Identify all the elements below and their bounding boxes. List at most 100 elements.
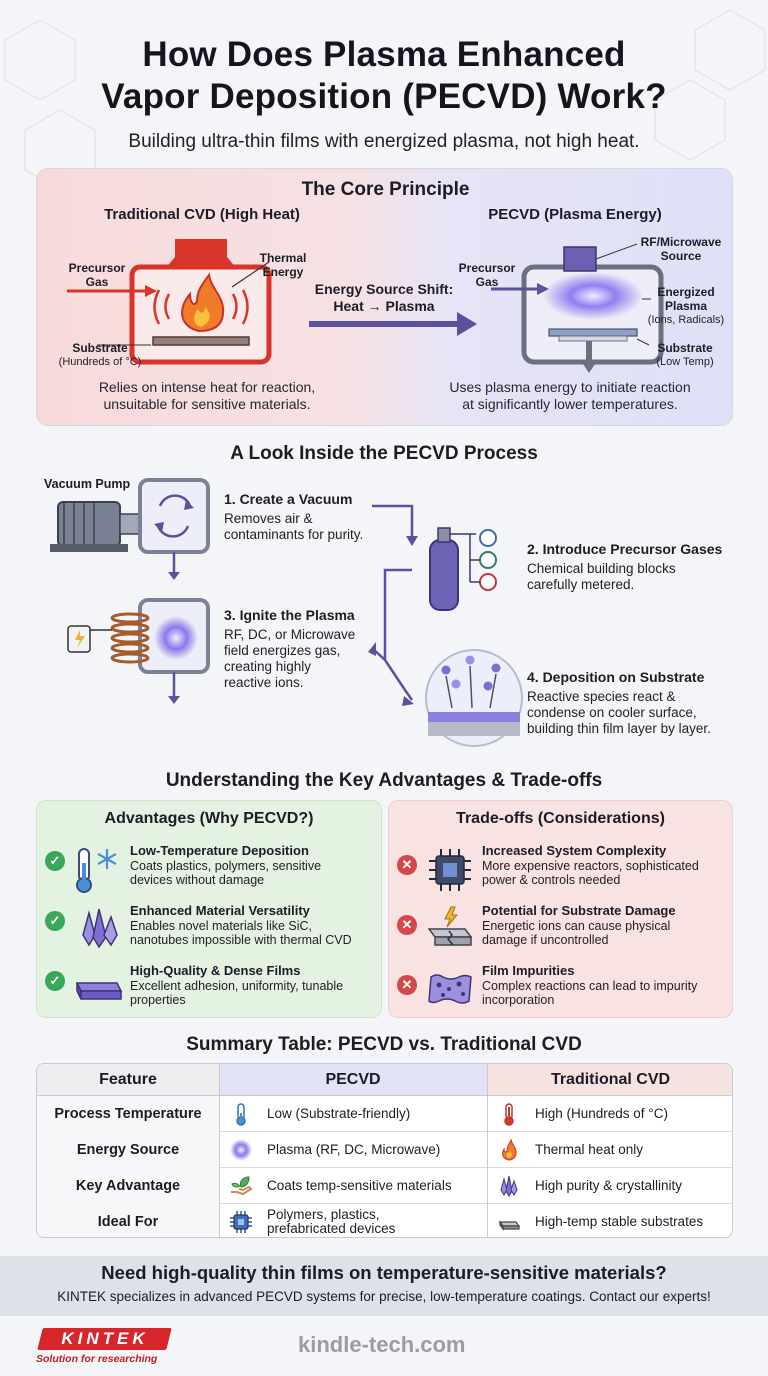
process-diagram	[50, 478, 523, 747]
gas-text: Gas	[85, 275, 109, 289]
crystal-icon	[82, 908, 118, 949]
summary-table-title: Summary Table: PECVD vs. Traditional CVD	[186, 1034, 582, 1055]
vacuum-pump-label: Vacuum Pump	[44, 477, 131, 491]
table-row: Energy Source Plasma (RF, DC, Microwave)…	[37, 1132, 732, 1168]
plasma-line-1: Energized	[657, 285, 715, 299]
thermal-chamber-icon	[67, 239, 272, 365]
desc-line-1: Uses plasma energy to initiate reaction	[449, 379, 691, 395]
step-3-line-1: RF, DC, or Microwave	[224, 627, 356, 642]
hot-thermometer-icon	[504, 1103, 514, 1126]
tradeoff-text: Complex reactions can lead to impurity i…	[482, 979, 727, 1007]
website-link[interactable]: kindle-tech.com	[298, 1332, 466, 1357]
step-2-line-2: carefully metered.	[527, 577, 635, 592]
tradeoff-line-2: power & controls needed	[482, 873, 621, 887]
traditional-cvd-heading: Traditional CVD (High Heat)	[104, 206, 300, 223]
traditional-cvd-description: Relies on intense heat for reaction, uns…	[57, 379, 357, 413]
step-3-line-4: reactive ions.	[224, 675, 304, 690]
plasma-ignition-icon	[67, 598, 210, 704]
table-divider	[487, 1064, 488, 1237]
precursor-text: Precursor	[458, 261, 516, 275]
flame-icon	[502, 1138, 517, 1161]
plasma-precursor-label: Precursor Gas	[452, 261, 522, 289]
logo-tagline: Solution for researching	[36, 1353, 158, 1365]
summary-table: Feature PECVD Traditional CVD Process Te…	[36, 1063, 733, 1238]
footer: KINTEK Solution for researching kindle-t…	[0, 1316, 768, 1376]
shift-line-2: Heat → Plasma	[333, 298, 435, 314]
film-layer-icon	[75, 982, 123, 1000]
step-1-text: Removes air & contaminants for purity.	[224, 511, 363, 543]
tradeoff-title: Potential for Substrate Damage	[482, 903, 676, 918]
plasma-line-2: Plasma	[664, 299, 708, 313]
plasma-chamber-icon	[491, 243, 664, 373]
chip-icon	[230, 1211, 252, 1233]
pecvd-cell-text: Low (Substrate-friendly)	[267, 1106, 411, 1121]
shift-line-1: Energy Source Shift:	[314, 281, 454, 297]
process-flow-arrows	[371, 504, 414, 701]
advantage-item: ✓ Low-Temperature Deposition Coats plast…	[37, 843, 381, 905]
thermal-substrate-label: Substrate (Hundreds of °C)	[45, 341, 155, 369]
pecvd-cell-text: Polymers, plastics, prefabricated device…	[267, 1204, 395, 1237]
tradeoff-line-1: Energetic ions can cause physical	[482, 919, 671, 933]
call-to-action-banner: Need high-quality thin films on temperat…	[0, 1256, 768, 1316]
advantage-line-1: Coats plastics, polymers, sensitive	[130, 859, 322, 873]
step-4-text: Reactive species react & condense on coo…	[527, 689, 711, 737]
tradeoffs-panel: Trade-offs (Considerations) ✕ Increased …	[388, 800, 733, 1018]
table-divider	[219, 1064, 220, 1237]
plasma-icon	[230, 1139, 252, 1161]
source-line-1: RF/Microwave	[640, 235, 722, 249]
row-header: Key Advantage	[37, 1168, 219, 1204]
tradeoff-item: ✕ Increased System Complexity More expen…	[389, 843, 732, 905]
step-3-line-3: creating highly	[224, 659, 312, 674]
impure-film-icon	[428, 974, 472, 1004]
row-header: Process Temperature	[37, 1096, 219, 1132]
tradeoff-line-2: incorporation	[482, 993, 555, 1007]
cta-heading: Need high-quality thin films on temperat…	[101, 1262, 667, 1283]
advantages-title: Advantages (Why PECVD?)	[104, 810, 314, 827]
thermometer-snowflake-icon	[76, 848, 117, 893]
energy-shift-arrow	[309, 312, 477, 336]
table-header-cvd: Traditional CVD	[487, 1064, 732, 1096]
advantage-title: High-Quality & Dense Films	[130, 963, 301, 978]
step-1-title: 1. Create a Vacuum	[224, 491, 353, 507]
check-icon: ✓	[45, 911, 65, 931]
kintek-logo-text: KINTEK	[61, 1329, 149, 1348]
energy-shift-label: Energy Source Shift: Heat → Plasma	[309, 281, 459, 315]
advantage-title: Enhanced Material Versatility	[130, 903, 310, 918]
row-header: Ideal For	[37, 1204, 219, 1237]
step-1-line-2: contaminants for purity.	[224, 527, 364, 542]
thermal-energy-label: Thermal Energy	[245, 251, 321, 279]
substrate-note: (Low Temp)	[656, 356, 714, 368]
title-line-1: How Does Plasma Enhanced	[142, 35, 626, 74]
advantage-line-2: devices without damage	[130, 873, 265, 887]
substrate-note: (Hundreds of °C)	[58, 356, 142, 368]
rf-source-label: RF/Microwave Source	[633, 235, 729, 263]
table-row: Process Temperature Low (Substrate-frien…	[37, 1096, 732, 1132]
tradeoff-text: Energetic ions can cause physical damage…	[482, 919, 727, 947]
title-line-2: Vapor Deposition (PECVD) Work?	[101, 77, 667, 116]
cross-icon: ✕	[397, 915, 417, 935]
advantage-line-2: nanotubes impossible with thermal CVD	[130, 933, 352, 947]
advantage-line-1: Excellent adhesion, uniformity, tunable	[130, 979, 344, 993]
table-header-feature: Feature	[37, 1064, 219, 1096]
step-2-text: Chemical building blocks carefully meter…	[527, 561, 676, 593]
check-icon: ✓	[45, 851, 65, 871]
advantage-item: ✓ High-Quality & Dense Films Excellent a…	[37, 963, 381, 1025]
tradeoff-title: Increased System Complexity	[482, 843, 667, 858]
step-4-title: 4. Deposition on Substrate	[527, 669, 705, 685]
energized-plasma-label: Energized Plasma (Ions, Radicals)	[641, 285, 731, 327]
hand-leaf-icon	[231, 1176, 253, 1196]
desc-line-1: Relies on intense heat for reaction,	[98, 379, 316, 395]
cvd-cell: High-temp stable substrates	[487, 1204, 732, 1237]
step-4-line-1: Reactive species react &	[527, 689, 676, 704]
advantage-line-1: Enables novel materials like SiC,	[130, 919, 313, 933]
cold-thermometer-icon	[236, 1103, 246, 1126]
vacuum-chamber-icon	[138, 478, 210, 580]
tradeoff-title: Film Impurities	[482, 963, 575, 978]
step-2-title: 2. Introduce Precursor Gases	[527, 541, 723, 557]
cross-icon: ✕	[397, 855, 417, 875]
pecvd-cell-text: Coats temp-sensitive materials	[267, 1178, 452, 1193]
pecvd-cell-line-1: Polymers, plastics,	[267, 1207, 380, 1222]
step-4-line-2: condense on cooler surface,	[527, 705, 697, 720]
crystal-icon	[500, 1175, 518, 1197]
